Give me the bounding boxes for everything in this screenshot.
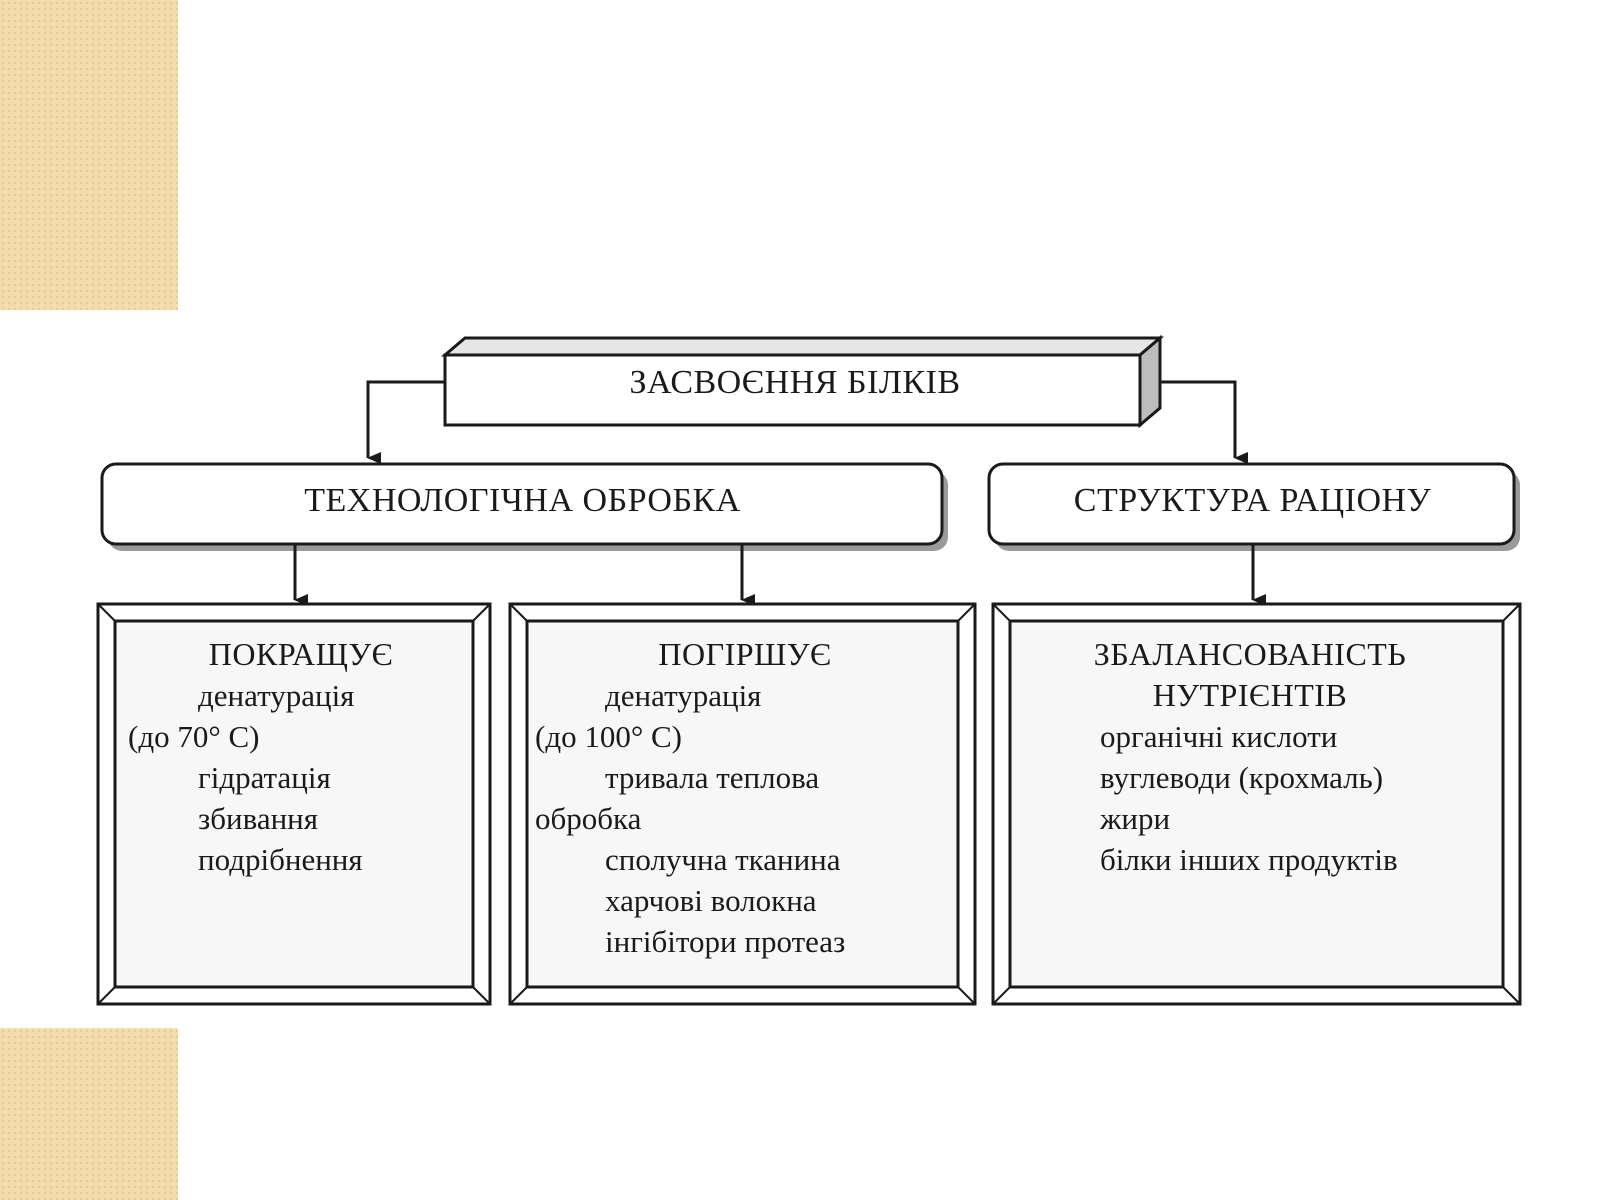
- root-label: ЗАСВОЄННЯ БІЛКІВ: [629, 364, 961, 401]
- root-connectors: [366, 380, 1248, 464]
- root-node: [440, 334, 1165, 429]
- box-improves-line: подрібнення: [198, 842, 363, 877]
- box-balance-line: білки інших продуктів: [1100, 842, 1398, 877]
- box-improves-line: гідратація: [198, 760, 331, 795]
- arrow-root-to-tech: [366, 380, 445, 464]
- box-worsens-title: ПОГІРШУЄ: [658, 636, 832, 672]
- decorative-panel-top: [0, 0, 178, 310]
- box-worsens-line: інгібітори протеаз: [605, 924, 846, 959]
- box-worsens-line: денатурація: [605, 678, 762, 713]
- box-worsens-line: сполучна тканина: [605, 842, 841, 877]
- box-improves-line: (до 70° С): [128, 719, 260, 754]
- box-worsens-line: тривала теплова: [605, 760, 820, 795]
- arrow-root-to-struct: [1160, 380, 1248, 464]
- box-balance: ЗБАЛАНСОВАНІСТЬ НУТРІЄНТІВ органічні кис…: [1000, 634, 1500, 880]
- struct-label: СТРУКТУРА РАЦІОНУ: [1073, 482, 1432, 519]
- box-balance-line: жири: [1100, 801, 1171, 836]
- box-improves: ПОКРАЩУЄ денатурація (до 70° С) гідратац…: [128, 634, 474, 880]
- box-improves-line: денатурація: [198, 678, 355, 713]
- tech-label: ТЕХНОЛОГІЧНА ОБРОБКА: [304, 482, 741, 519]
- box-worsens-line: (до 100° С): [535, 719, 682, 754]
- box-balance-frame: [991, 602, 1522, 1006]
- box-balance-line: вуглеводи (крохмаль): [1100, 760, 1384, 795]
- box-improves-title: ПОКРАЩУЄ: [208, 636, 394, 672]
- box-balance-title-1: ЗБАЛАНСОВАНІСТЬ: [1093, 636, 1407, 672]
- box-improves-line: збивання: [198, 801, 319, 836]
- box-improves-frame: [96, 602, 492, 1006]
- box-balance-line: органічні кислоти: [1100, 719, 1338, 754]
- box-worsens-line: харчові волокна: [605, 883, 817, 918]
- box-worsens-frame: [508, 602, 977, 1006]
- tech-node: [100, 462, 948, 551]
- struct-node: [987, 462, 1520, 551]
- decorative-panel-bottom: [0, 1028, 178, 1200]
- box-balance-title-2: НУТРІЄНТІВ: [1152, 677, 1348, 713]
- box-worsens: ПОГІРШУЄ денатурація (до 100° С) тривала…: [535, 634, 955, 962]
- level1-connectors: [293, 544, 1266, 606]
- box-worsens-line: обробка: [535, 801, 642, 836]
